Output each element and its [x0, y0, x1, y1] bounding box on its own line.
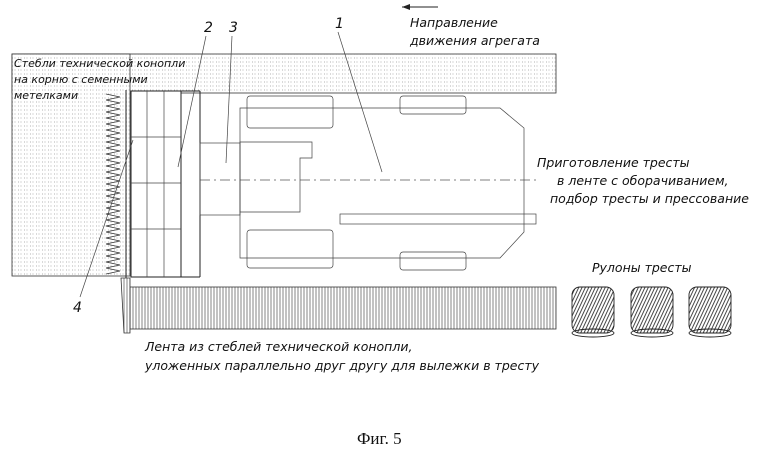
preparation-label-line2: в ленте с оборачиванием,	[557, 173, 729, 188]
stems-label-line1: Стебли технической конопли	[14, 57, 185, 70]
direction-label-line1: Направление	[410, 15, 498, 30]
roll-bale	[572, 287, 614, 337]
preparation-label-line1: Приготовление тресты	[537, 155, 690, 170]
ribbon-label-line2: уложенных параллельно друг другу для выл…	[144, 358, 540, 373]
figure-caption: Фиг. 5	[357, 429, 402, 448]
standing-hemp-field	[12, 54, 556, 276]
roll-bale	[689, 287, 731, 337]
callout-1: 1	[335, 16, 344, 32]
callout-3: 3	[229, 20, 238, 36]
callout-2: 2	[204, 20, 213, 36]
direction-label-line2: движения агрегата	[409, 33, 540, 48]
callout-4: 4	[73, 300, 82, 316]
direction-arrow-icon	[402, 4, 438, 10]
header-unit	[126, 90, 200, 278]
preparation-label-line3: подбор тресты и прессование	[550, 191, 749, 206]
rolls-label: Рулоны тресты	[592, 260, 692, 275]
stems-label-line3: метелками	[14, 89, 78, 102]
machine-unit	[200, 96, 536, 270]
ribbon-label-line1: Лента из стеблей технической конопли,	[144, 339, 412, 354]
roll-bale	[631, 287, 673, 337]
stems-label-line2: на корню с семенными	[14, 73, 148, 86]
laid-ribbon-strip	[121, 278, 556, 333]
